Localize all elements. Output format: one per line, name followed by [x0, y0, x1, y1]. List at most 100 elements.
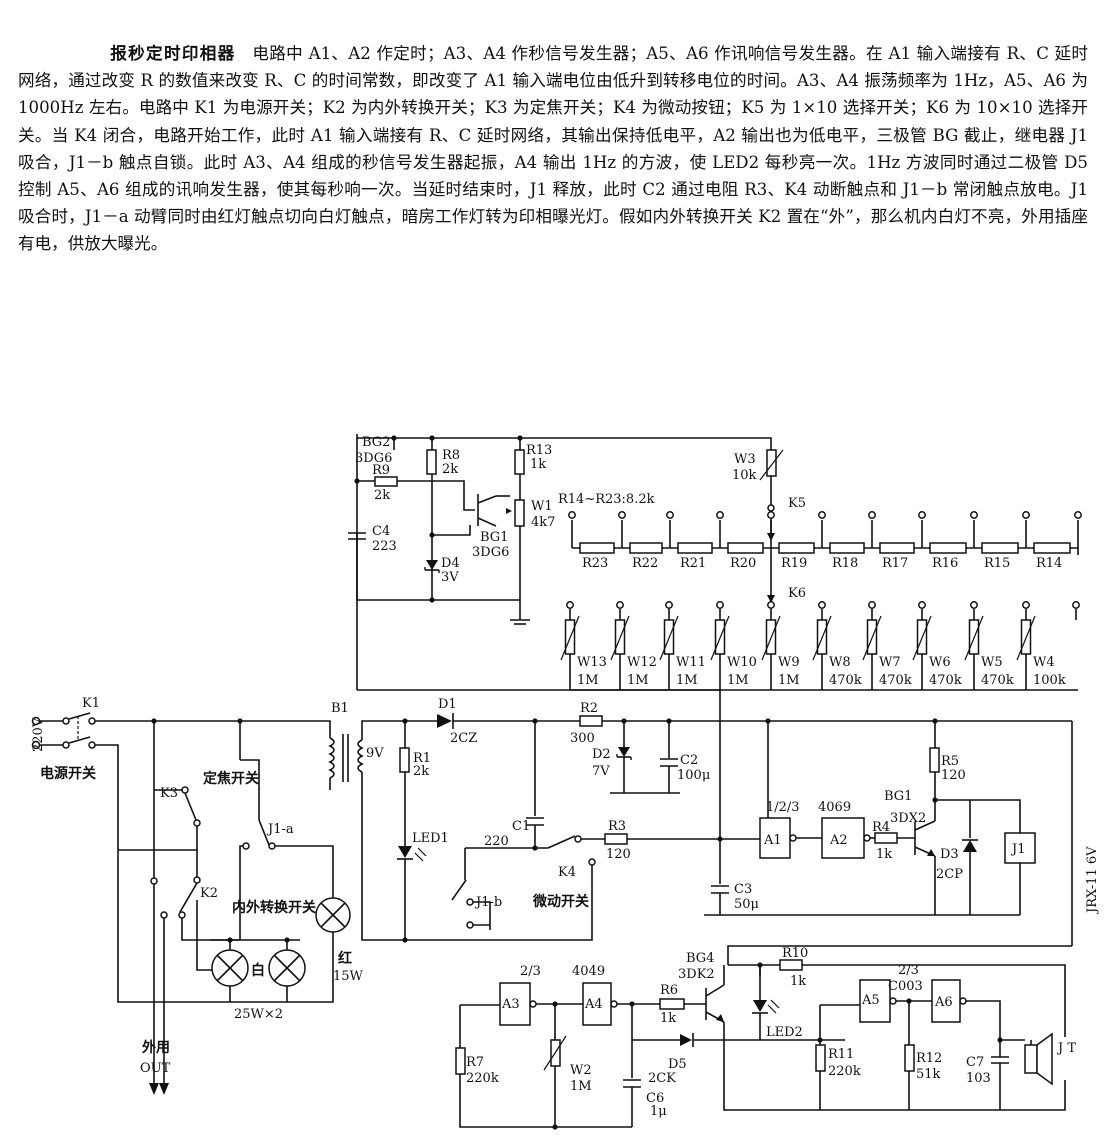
- bg4-label: BG4: [686, 951, 714, 966]
- k3-label: K3: [160, 786, 178, 801]
- chain-resistor: [929, 542, 967, 554]
- d3-diode: [963, 840, 977, 852]
- k5-tap-contact: [618, 511, 626, 519]
- chain-potentiometer-value: 1M: [627, 673, 649, 688]
- r7-value-label: 220k: [466, 1071, 499, 1086]
- r1-label: R1: [413, 751, 431, 766]
- chain-resistor: [778, 542, 815, 554]
- d4-label: D4: [441, 556, 460, 571]
- white-lamp-label: 白: [251, 962, 265, 979]
- schematic-labels: BG2 3DG6 R8 2k R13 1k W3 10k R9 2k C4 22…: [31, 435, 1100, 1119]
- lamp-section: [118, 718, 351, 1095]
- chain-resistor-label: R21: [680, 556, 706, 571]
- r2-resistor: [579, 715, 603, 727]
- k6-switch-arrow: [767, 595, 775, 603]
- r3-label: R3: [608, 819, 626, 834]
- chain-potentiometer-arrow: [862, 615, 882, 661]
- k5-label: K5: [788, 496, 806, 511]
- chain-resistor-label: R22: [632, 556, 658, 571]
- chain-potentiometer-label: W8: [829, 655, 851, 670]
- r4-value-label: 1k: [876, 847, 892, 862]
- r1-resistor: [399, 747, 410, 773]
- ic-c003-label: C003: [888, 979, 923, 994]
- chain-potentiometer-label: W10: [727, 655, 757, 670]
- r6-value-label: 1k: [660, 1011, 676, 1026]
- bg1-top-label: BG1: [480, 530, 508, 545]
- chain-resistor: [879, 542, 915, 554]
- k6-tap-contact: [818, 601, 826, 609]
- bg4-type-label: 3DK2: [678, 967, 715, 982]
- k6-tap-contact: [767, 601, 775, 609]
- j1-label: J1: [1010, 842, 1025, 857]
- k6-tap-contact: [716, 601, 724, 609]
- chain-resistor: [727, 542, 764, 554]
- chain-resistor: [677, 542, 713, 554]
- chain-potentiometer-arrow: [812, 615, 832, 661]
- jt-label: J T: [1056, 1041, 1076, 1056]
- a3-label: A3: [501, 997, 520, 1012]
- chain-potentiometer-value: 1M: [676, 673, 698, 688]
- power-section: [31, 712, 1073, 1003]
- chain-resistor-label: R16: [932, 556, 958, 571]
- k2-label: K2: [200, 886, 218, 901]
- r3-value-label: 120: [606, 847, 631, 862]
- out-label: OUT: [140, 1061, 171, 1076]
- bg2-type-label: 3DG6: [355, 451, 392, 466]
- ic-a5-fraction-label: 2/3: [898, 963, 919, 978]
- in-out-switch-label: 内外转换开关: [232, 899, 316, 916]
- d3-label: D3: [940, 847, 959, 862]
- r13-value-label: 1k: [530, 457, 546, 472]
- chain-potentiometer-value: 470k: [829, 673, 862, 688]
- chain-potentiometer-label: W13: [577, 655, 607, 670]
- chain-resistor-label: R20: [730, 556, 756, 571]
- chain-potentiometer-arrow: [710, 615, 730, 661]
- c7-label: C7: [966, 1055, 984, 1070]
- external-label: 外用: [142, 1039, 170, 1056]
- speaker: [1024, 1044, 1038, 1074]
- bg1-top-type-label: 3DG6: [472, 545, 509, 560]
- oscillator-section: [455, 959, 1066, 1130]
- d4-value-label: 3V: [441, 570, 459, 585]
- chain-potentiometer-value: 1M: [778, 673, 800, 688]
- k5-tap-contact: [716, 511, 724, 519]
- r12-resistor: [904, 1044, 915, 1072]
- chain-potentiometer-value: 470k: [929, 673, 962, 688]
- c2-label: C2: [680, 753, 698, 768]
- k5-tap-contact: [868, 511, 876, 519]
- chain-potentiometer-label: W6: [929, 655, 951, 670]
- r3-resistor: [604, 833, 628, 845]
- chain-resistor: [981, 542, 1019, 554]
- j1-relay: [1004, 832, 1036, 864]
- k6-tap-contact: [1022, 601, 1030, 609]
- k5-tap-contact: [568, 511, 576, 519]
- r7-label: R7: [466, 1055, 484, 1070]
- k6-tap-contact: [1072, 601, 1080, 609]
- chain-resistor: [629, 542, 663, 554]
- out-terminal-arrow: [149, 1083, 159, 1095]
- r8-value-label: 2k: [442, 462, 458, 477]
- chain-resistor-label: R17: [882, 556, 908, 571]
- k6-tap-contact: [918, 601, 926, 609]
- chain-potentiometer-label: W12: [627, 655, 657, 670]
- chain-resistor: [829, 542, 865, 554]
- chain-resistor: [579, 542, 615, 554]
- chain-potentiometer-arrow: [761, 615, 781, 661]
- c6-label: C6: [646, 1091, 664, 1106]
- k5-tap-contact: [818, 511, 826, 519]
- chain-potentiometer-arrow: [659, 615, 679, 661]
- bg1-label: BG1: [884, 789, 912, 804]
- white-lamp-watt-label: 25W×2: [234, 1007, 283, 1022]
- d1-type-label: 2CZ: [450, 731, 477, 746]
- r8-resistor: [426, 449, 437, 475]
- r10-value-label: 1k: [790, 974, 806, 989]
- r11-resistor: [815, 1044, 826, 1072]
- chain-potentiometer-label: W11: [676, 655, 706, 670]
- r6-label: R6: [660, 983, 678, 998]
- power-switch-label: 电源开关: [40, 765, 96, 782]
- c6-value-label: 1μ: [650, 1104, 667, 1119]
- description-body: 电路中 A1、A2 作定时；A3、A4 作秒信号发生器；A5、A6 作讯响信号发…: [18, 44, 1088, 254]
- ic-4049-label: 4049: [572, 964, 605, 979]
- d5-label: D5: [668, 1057, 687, 1072]
- d3-type-label: 2CP: [936, 867, 963, 882]
- potentiometer-chain: W131MW121MW111MW101MW91MW8470kW7470kW647…: [560, 601, 1080, 690]
